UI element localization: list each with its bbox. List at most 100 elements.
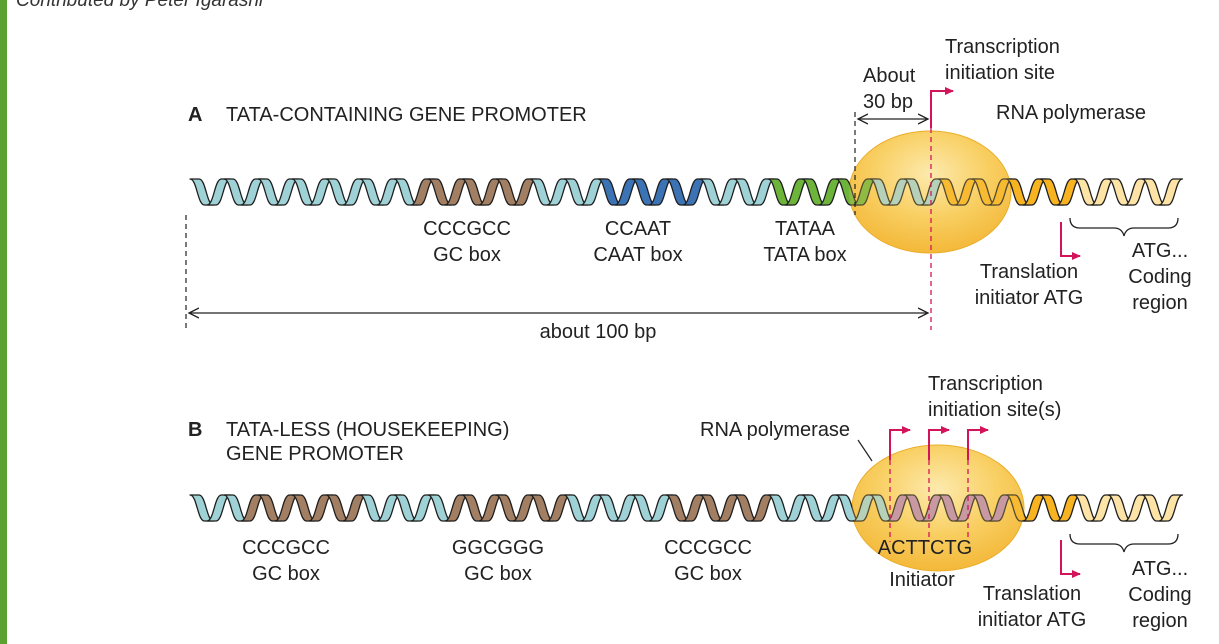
dna-strand-segment [325, 178, 351, 206]
dna-strand-segment [376, 178, 402, 206]
panel-b-title-line2: GENE PROMOTER [226, 443, 404, 465]
initiator-seq: ACTTCTG [878, 537, 972, 559]
tx-site-line2: initiation site [945, 62, 1055, 84]
dna-strand-segment [631, 178, 657, 206]
panel-b: B TATA-LESS (HOUSEKEEPING) GENE PROMOTER… [188, 373, 1192, 632]
dna-strand-segment [1039, 494, 1065, 522]
dna-strand-segment [393, 494, 419, 522]
dna-strand-segment [563, 178, 589, 206]
gc-box-1-seq: CCCGCC [242, 537, 330, 559]
dna-strand-segment [801, 494, 827, 522]
dna-strand-segment [1056, 178, 1082, 206]
dna-strand-segment [563, 494, 589, 522]
dna-strand-segment [1158, 494, 1184, 522]
dna-strand-segment [750, 494, 776, 522]
dna-strand-segment [257, 494, 283, 522]
dna-strand-segment [1158, 178, 1184, 206]
dna-strand-segment [1141, 494, 1167, 522]
dna-strand-segment [801, 178, 827, 206]
dna-strand-segment [1039, 178, 1065, 206]
dna-strand-segment [427, 178, 453, 206]
dna-strand-segment [699, 178, 725, 206]
coding-line3-b: region [1132, 610, 1188, 632]
dna-strand-segment [325, 494, 351, 522]
dna-strand-segment [1022, 178, 1048, 206]
caat-box-name: CAAT box [593, 244, 682, 266]
about-30bp-line1: About [863, 65, 916, 87]
tx-sites-line2: initiation site(s) [928, 399, 1061, 421]
panel-a-title: TATA-CONTAINING GENE PROMOTER [226, 104, 587, 126]
tx-site-arrow-1 [889, 426, 911, 460]
translation-arrow-b [1060, 540, 1081, 578]
translation-line2-b: initiator ATG [978, 609, 1087, 631]
dna-strand-segment [376, 494, 402, 522]
dna-strand-segment [308, 494, 334, 522]
dna-strand-segment [716, 494, 742, 522]
dna-strand-segment [1124, 178, 1150, 206]
side-accent-bar [0, 0, 7, 644]
dna-strand-segment [1107, 494, 1133, 522]
caat-box-seq: CCAAT [605, 218, 671, 240]
translation-line1-b: Translation [983, 583, 1081, 605]
dna-strand-segment [359, 494, 385, 522]
dna-strand-segment [240, 178, 266, 206]
rna-pol-leader-b [857, 439, 873, 462]
translation-arrow-a [1060, 222, 1081, 260]
rna-polymerase-b-overlay [852, 445, 1024, 571]
coding-line1-a: ATG... [1132, 240, 1188, 262]
dna-strand-segment [410, 494, 436, 522]
dna-strand-segment [512, 494, 538, 522]
dna-strand-segment [359, 178, 385, 206]
dna-strand-segment [291, 178, 317, 206]
dna-strand-segment [580, 494, 606, 522]
tx-sites-arrows [889, 426, 989, 542]
dna-strand-segment [648, 178, 674, 206]
tata-box-name: TATA box [763, 244, 846, 266]
dna-strand-segment [733, 494, 759, 522]
dna-strand-segment [1090, 494, 1116, 522]
dna-strand-segment [665, 494, 691, 522]
gc-box-seq-a: CCCGCC [423, 218, 511, 240]
dna-strand-segment [444, 494, 470, 522]
dna-strand-segment [1056, 494, 1082, 522]
dna-strand-segment [784, 178, 810, 206]
translation-line1-a: Translation [980, 261, 1078, 283]
dna-strand-segment [716, 178, 742, 206]
dna-strand-segment [495, 494, 521, 522]
dna-strand-segment [342, 494, 368, 522]
coding-line2-b: Coding [1128, 584, 1191, 606]
dna-strand-segment [580, 178, 606, 206]
dna-strand-segment [546, 494, 572, 522]
tx-site-arrow-2 [928, 426, 950, 460]
panel-a-letter: A [188, 104, 202, 126]
dna-strand-segment [495, 178, 521, 206]
dna-strand-segment [818, 494, 844, 522]
dna-strand-segment [427, 494, 453, 522]
dna-strand-segment [274, 178, 300, 206]
dna-helix-a [189, 178, 1184, 206]
dna-strand-segment [461, 178, 487, 206]
dna-strand-segment [682, 178, 708, 206]
dna-strand-segment [461, 494, 487, 522]
dna-strand-segment [767, 178, 793, 206]
about-100bp-label: about 100 bp [540, 321, 657, 343]
dna-strand-segment [597, 494, 623, 522]
dna-strand-segment [444, 178, 470, 206]
panel-b-title-line1: TATA-LESS (HOUSEKEEPING) [226, 419, 509, 441]
gc-box-3-seq: CCCGCC [664, 537, 752, 559]
dna-strand-segment [240, 494, 266, 522]
panel-a: A TATA-CONTAINING GENE PROMOTER About 30… [185, 36, 1192, 343]
dna-strand-segment [682, 494, 708, 522]
dna-strand-segment [1022, 494, 1048, 522]
dna-strand-segment [1124, 494, 1150, 522]
tx-site-line1: Transcription [945, 36, 1060, 58]
coding-line1-b: ATG... [1132, 558, 1188, 580]
tx-site-arrow [930, 87, 954, 128]
dna-strand-segment [1141, 178, 1167, 206]
dna-strand-segment [189, 178, 215, 206]
gc-box-2-name: GC box [464, 563, 532, 585]
rna-pol-label-b: RNA polymerase [700, 419, 850, 441]
dna-strand-segment [342, 178, 368, 206]
